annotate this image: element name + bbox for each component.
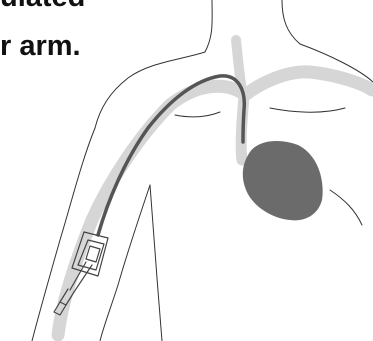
- neck-right-line: [282, 0, 300, 44]
- heart-shape: [243, 141, 323, 220]
- securement-clip: [86, 246, 100, 262]
- vein-pathway: [58, 40, 372, 335]
- chest-right-line: [330, 190, 362, 225]
- neck-left-line: [205, 0, 212, 52]
- torso-left-line: [150, 185, 162, 341]
- clavicle-right-line: [270, 108, 345, 112]
- body-outline: [32, 0, 373, 341]
- clavicle-left-line: [175, 112, 220, 117]
